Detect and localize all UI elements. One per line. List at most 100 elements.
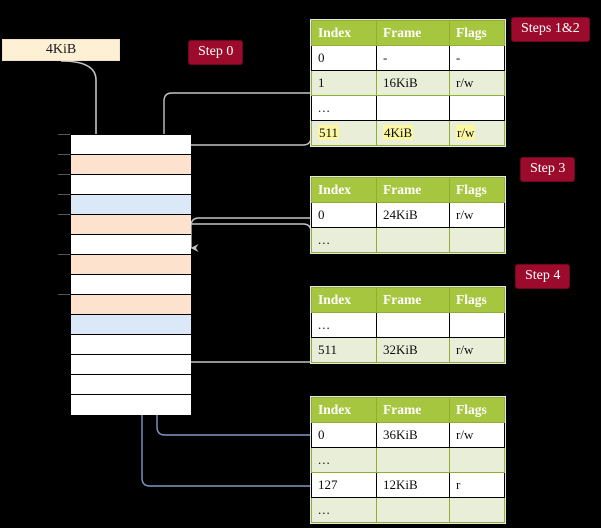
memory-tick — [58, 294, 70, 295]
table-row: ... — [311, 227, 505, 253]
badge-step-3: Step 3 — [521, 158, 575, 181]
cell-index: 0 — [311, 202, 377, 228]
column-header-flags: Flags — [449, 397, 505, 423]
cell-frame: 12KiB — [376, 472, 450, 498]
cell-flags: r/w — [449, 202, 505, 228]
highlight-text: r/w — [456, 124, 476, 140]
table-row: ... — [311, 447, 505, 473]
column-header-flags: Flags — [449, 287, 505, 313]
table-row: ... — [311, 312, 505, 338]
cell-index: ... — [311, 447, 377, 473]
memory-row — [71, 355, 191, 375]
page-table-level-2: Index Frame Flags ... 511 32KiB r/w — [311, 287, 505, 363]
table-row: 127 12KiB r — [311, 472, 505, 498]
wire-memory-row8-to-pd — [171, 314, 311, 363]
column-header-flags: Flags — [449, 177, 505, 203]
frame-box-4kib: 4KiB — [2, 39, 120, 61]
memory-row — [71, 275, 191, 295]
cell-frame: 36KiB — [376, 422, 450, 448]
physical-memory-column — [70, 134, 191, 415]
memory-tick — [58, 214, 70, 215]
cell-flags: r/w — [449, 422, 505, 448]
highlight-text: 511 — [318, 124, 340, 140]
cell-index: 1 — [311, 70, 377, 96]
memory-row — [71, 315, 191, 335]
cell-frame: 24KiB — [376, 202, 450, 228]
memory-row — [71, 175, 191, 195]
table-header-row: Index Frame Flags — [311, 397, 505, 423]
cell-index: ... — [311, 497, 377, 523]
table-row: 0 24KiB r/w — [311, 202, 505, 228]
wire-memory-to-pdp — [190, 223, 312, 236]
cell-index: 0 — [311, 422, 377, 448]
cell-frame: 16KiB — [376, 70, 450, 96]
cell-frame: 4KiB — [376, 120, 450, 146]
memory-tick — [58, 254, 70, 255]
page-table-level-4: Index Frame Flags 0 - - 1 16KiB r/w ... — [311, 20, 505, 146]
page-table-level-1: Index Frame Flags 0 36KiB r/w ... 127 12… — [311, 397, 505, 523]
cell-index: 511 — [311, 337, 377, 363]
cell-flags — [449, 447, 505, 473]
cell-flags: r — [449, 472, 505, 498]
cell-flags — [449, 312, 505, 338]
memory-row — [71, 215, 191, 235]
column-header-frame: Frame — [376, 177, 450, 203]
column-header-flags: Flags — [449, 20, 505, 46]
cell-frame — [376, 95, 450, 121]
table-header-row: Index Frame Flags — [311, 177, 505, 203]
table-row: 1 16KiB r/w — [311, 70, 505, 96]
column-header-index: Index — [311, 177, 377, 203]
memory-row — [71, 395, 191, 415]
table-row: 0 36KiB r/w — [311, 422, 505, 448]
memory-tick — [58, 134, 70, 135]
highlight-text: 4KiB — [383, 124, 414, 140]
memory-row — [71, 195, 191, 215]
cell-index: 0 — [311, 45, 377, 71]
wire-memory-to-pml4-511 — [190, 131, 312, 146]
cell-flags — [449, 227, 505, 253]
memory-row — [71, 155, 191, 175]
table-header-row: Index Frame Flags — [311, 287, 505, 313]
cell-frame: 32KiB — [376, 337, 450, 363]
cell-flags: r/w — [449, 70, 505, 96]
cell-frame: - — [376, 45, 450, 71]
cell-flags — [449, 95, 505, 121]
table-row: ... — [311, 497, 505, 523]
cell-index: ... — [311, 312, 377, 338]
memory-row — [71, 335, 191, 355]
table-row: ... — [311, 95, 505, 121]
table-row: 511 32KiB r/w — [311, 337, 505, 363]
cell-index: 511 — [311, 120, 377, 146]
cell-index: 127 — [311, 472, 377, 498]
column-header-index: Index — [311, 20, 377, 46]
memory-row — [71, 135, 191, 155]
cell-frame — [376, 497, 450, 523]
cell-flags — [449, 497, 505, 523]
cell-frame — [376, 447, 450, 473]
column-header-frame: Frame — [376, 397, 450, 423]
badge-step-4: Step 4 — [516, 265, 570, 288]
table-header-row: Index Frame Flags — [311, 20, 505, 46]
cell-flags: - — [449, 45, 505, 71]
memory-tick — [58, 194, 70, 195]
badge-step-0: Step 0 — [189, 41, 243, 64]
memory-row — [71, 255, 191, 275]
column-header-index: Index — [311, 287, 377, 313]
badge-steps-1-2: Steps 1&2 — [512, 18, 589, 41]
memory-row — [71, 235, 191, 255]
cell-flags: r/w — [449, 120, 505, 146]
table-row-highlighted: 511 4KiB r/w — [311, 120, 505, 146]
column-header-frame: Frame — [376, 287, 450, 313]
cell-frame — [376, 227, 450, 253]
column-header-frame: Frame — [376, 20, 450, 46]
cell-frame — [376, 312, 450, 338]
memory-tick — [58, 174, 70, 175]
memory-row — [71, 375, 191, 395]
column-header-index: Index — [311, 397, 377, 423]
memory-tick — [58, 154, 70, 155]
cell-index: ... — [311, 227, 377, 253]
cell-index: ... — [311, 95, 377, 121]
memory-row — [71, 295, 191, 315]
cell-flags: r/w — [449, 337, 505, 363]
